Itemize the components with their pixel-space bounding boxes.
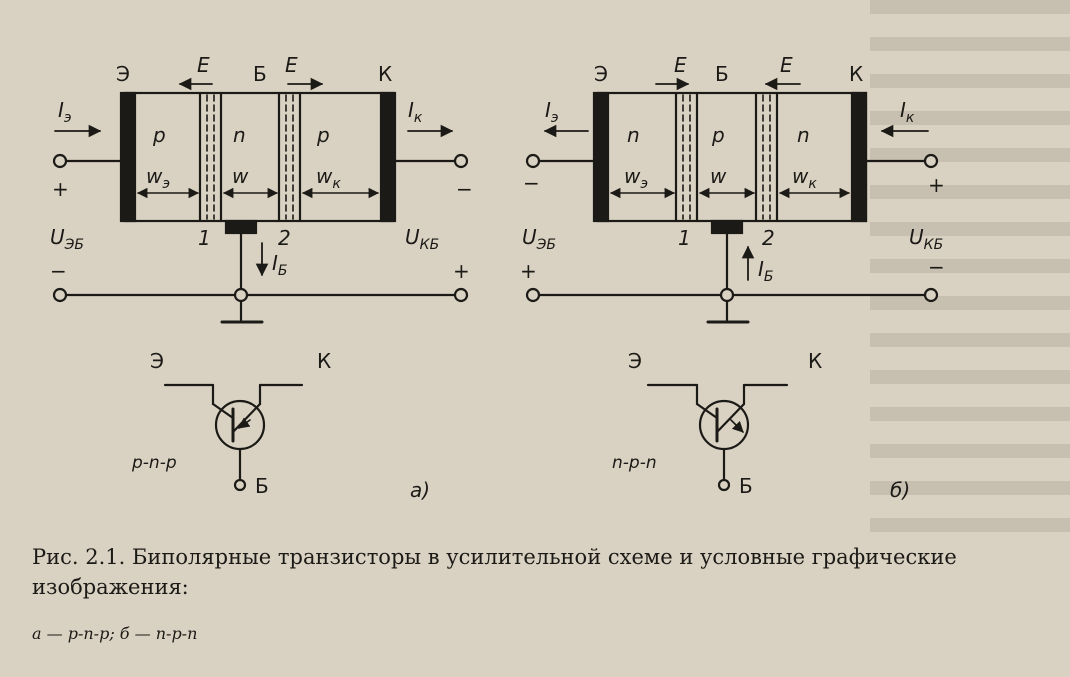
width-base: w <box>710 164 727 188</box>
base-contact <box>224 219 258 235</box>
panel-b <box>525 77 939 492</box>
current-collector: Iк <box>408 98 423 126</box>
pnp-symbol <box>163 383 304 492</box>
emitter-label: Э <box>116 62 130 86</box>
width-collector: wк <box>792 164 817 192</box>
junction-1: 1 <box>678 226 691 250</box>
base-label: Б <box>253 62 267 86</box>
collector-label: К <box>849 62 863 86</box>
region-3: n <box>797 123 810 147</box>
base-node <box>719 287 735 303</box>
symbol-type: n-p-n <box>612 453 657 473</box>
symbol-collector-label: К <box>808 349 822 373</box>
panel-a-labels: Э Б К E E p n p wэ w wк 1 2 Iэ Iк IБ UЭБ… <box>50 53 473 502</box>
region-1: n <box>627 123 640 147</box>
field-label-2: E <box>780 53 793 77</box>
collector-contact <box>850 91 868 223</box>
collector-terminal <box>453 153 469 169</box>
region-1: p <box>152 123 166 147</box>
emitter-terminal <box>52 153 68 169</box>
symbol-collector-label: К <box>317 349 331 373</box>
voltage-kb: UКБ <box>909 225 943 253</box>
emitter-label: Э <box>594 62 608 86</box>
symbol-emitter-label: Э <box>150 349 164 373</box>
current-base: IБ <box>272 251 288 279</box>
width-collector: wк <box>316 164 341 192</box>
base-label: Б <box>715 62 729 86</box>
width-base: w <box>232 164 249 188</box>
background-text-bleed <box>870 0 1070 540</box>
current-base: IБ <box>758 257 774 285</box>
width-emitter: wэ <box>146 164 170 192</box>
width-emitter: wэ <box>624 164 648 192</box>
voltage-eb: UЭБ <box>522 225 556 253</box>
symbol-emitter-label: Э <box>628 349 642 373</box>
structure-body <box>123 91 395 223</box>
panel-a <box>52 77 469 492</box>
polarity-eb-bottom: − <box>50 259 67 283</box>
symbol-base-label: Б <box>255 474 269 498</box>
junction-1: 1 <box>198 226 211 250</box>
transistor-diagram: Э Б К E E p n p wэ w wк 1 2 Iэ Iк IБ UЭБ… <box>50 53 945 502</box>
figure-caption: Рис. 2.1. Биполярные транзисторы в усили… <box>32 545 957 599</box>
panel-b-labels: Э Б К E E n p n wэ w wк 1 2 Iэ Iк IБ UЭБ… <box>520 53 945 502</box>
figure-caption-legend: а — p-n-p; б — n-p-n <box>32 624 198 643</box>
symbol-base-label: Б <box>739 474 753 498</box>
collector-terminal <box>923 153 939 169</box>
polarity-kb-bottom: + <box>453 259 470 283</box>
base-contact <box>710 219 744 235</box>
emitter-contact <box>592 91 610 223</box>
polarity-kb-bottom: − <box>928 255 945 279</box>
symbol-type: p-n-p <box>131 453 177 473</box>
voltage-kb: UКБ <box>405 225 439 253</box>
panel-label: б) <box>890 478 910 502</box>
npn-symbol <box>646 383 789 492</box>
field-label-1: E <box>197 53 210 77</box>
emitter-contact <box>119 91 137 223</box>
structure-body <box>596 91 868 223</box>
base-node <box>233 287 249 303</box>
current-emitter: Iэ <box>545 98 559 126</box>
polarity-eb-bottom: + <box>520 259 537 283</box>
polarity-collector: − <box>456 177 473 201</box>
junction-2: 2 <box>762 226 775 250</box>
collector-contact <box>379 91 397 223</box>
polarity-emitter: − <box>523 171 540 195</box>
panel-label: а) <box>410 478 430 502</box>
region-3: p <box>316 123 330 147</box>
current-emitter: Iэ <box>58 98 72 126</box>
polarity-emitter: + <box>52 177 69 201</box>
junction-2: 2 <box>278 226 291 250</box>
region-2: p <box>711 123 725 147</box>
region-2: n <box>233 123 246 147</box>
voltage-eb: UЭБ <box>50 225 84 253</box>
current-collector: Iк <box>900 98 915 126</box>
field-label-1: E <box>674 53 687 77</box>
collector-label: К <box>378 62 392 86</box>
field-label-2: E <box>285 53 298 77</box>
emitter-terminal <box>525 153 541 169</box>
polarity-collector: + <box>928 173 945 197</box>
